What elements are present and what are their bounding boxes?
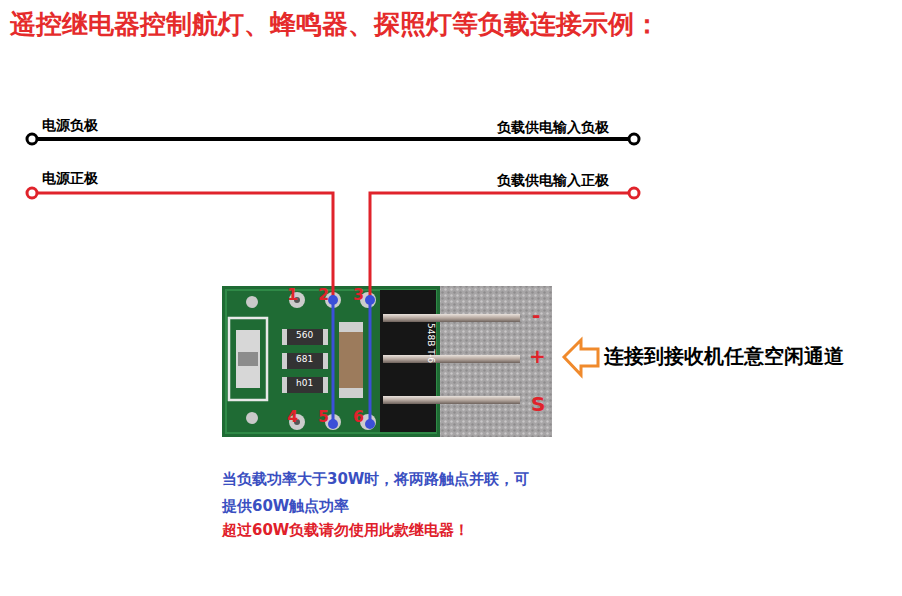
wire-terminal [27,134,37,144]
resistor-body [287,353,323,369]
solder-dot [328,419,338,429]
wire-terminal [629,134,639,144]
wire-terminal [629,188,639,198]
resistor-symbol [282,353,328,369]
pin-number: 1 [287,286,298,304]
component-marking: 560 [296,330,313,340]
pin-number: 5 [318,408,329,426]
parallel-jumper [332,300,335,424]
pin-number: 2 [318,286,329,304]
solder-dot [365,295,375,305]
page-title: 遥控继电器控制航灯、蜂鸣器、探照灯等负载连接示例： [10,10,660,40]
solder-dot [365,419,375,429]
pin-name: - [532,304,540,327]
header-pin [383,314,520,322]
component-marking: h01 [296,378,313,388]
header-pin [383,355,520,363]
wire-label: 负载供电输入正极 [497,172,609,188]
warning-text: 超过60W负载请勿使用此款继电器！ [222,522,469,539]
header-pin [383,396,520,404]
solder-dot [328,295,338,305]
component-marking: 548B T-6 [426,323,436,363]
wire-terminal [27,188,37,198]
pin-number: 4 [287,408,298,426]
note-text: 当负载功率大于30W时，将两路触点并联，可 提供60W触点功率 [222,466,592,520]
diode-body [236,330,260,388]
negative-wire [32,137,634,141]
capacitor-end [339,322,363,332]
diode-band [238,352,258,366]
fabric-background [222,286,552,437]
pad [246,412,258,424]
callout-arrow [564,340,598,375]
resistor-body [287,377,323,393]
pin-name: S [531,393,545,416]
callout-text: 连接到接收机任意空闲通道 [604,345,844,368]
capacitor-end [339,388,363,398]
positive-wire [32,193,333,300]
wire-label: 电源正极 [42,170,98,186]
resistor-body [287,329,323,345]
wire-label: 电源负极 [42,117,98,133]
resistor-symbol [282,329,328,345]
resistor-symbol [282,377,328,393]
pad [246,296,258,308]
diode-outline [229,318,267,400]
load-positive-wire [370,193,634,300]
component-marking: 681 [296,354,313,364]
pin-number: 3 [353,286,364,304]
capacitor-symbol [339,322,363,398]
wire-label: 负载供电输入负极 [497,119,609,135]
pin-number: 6 [353,408,364,426]
pin-name: + [529,345,546,368]
parallel-jumper [369,300,372,424]
